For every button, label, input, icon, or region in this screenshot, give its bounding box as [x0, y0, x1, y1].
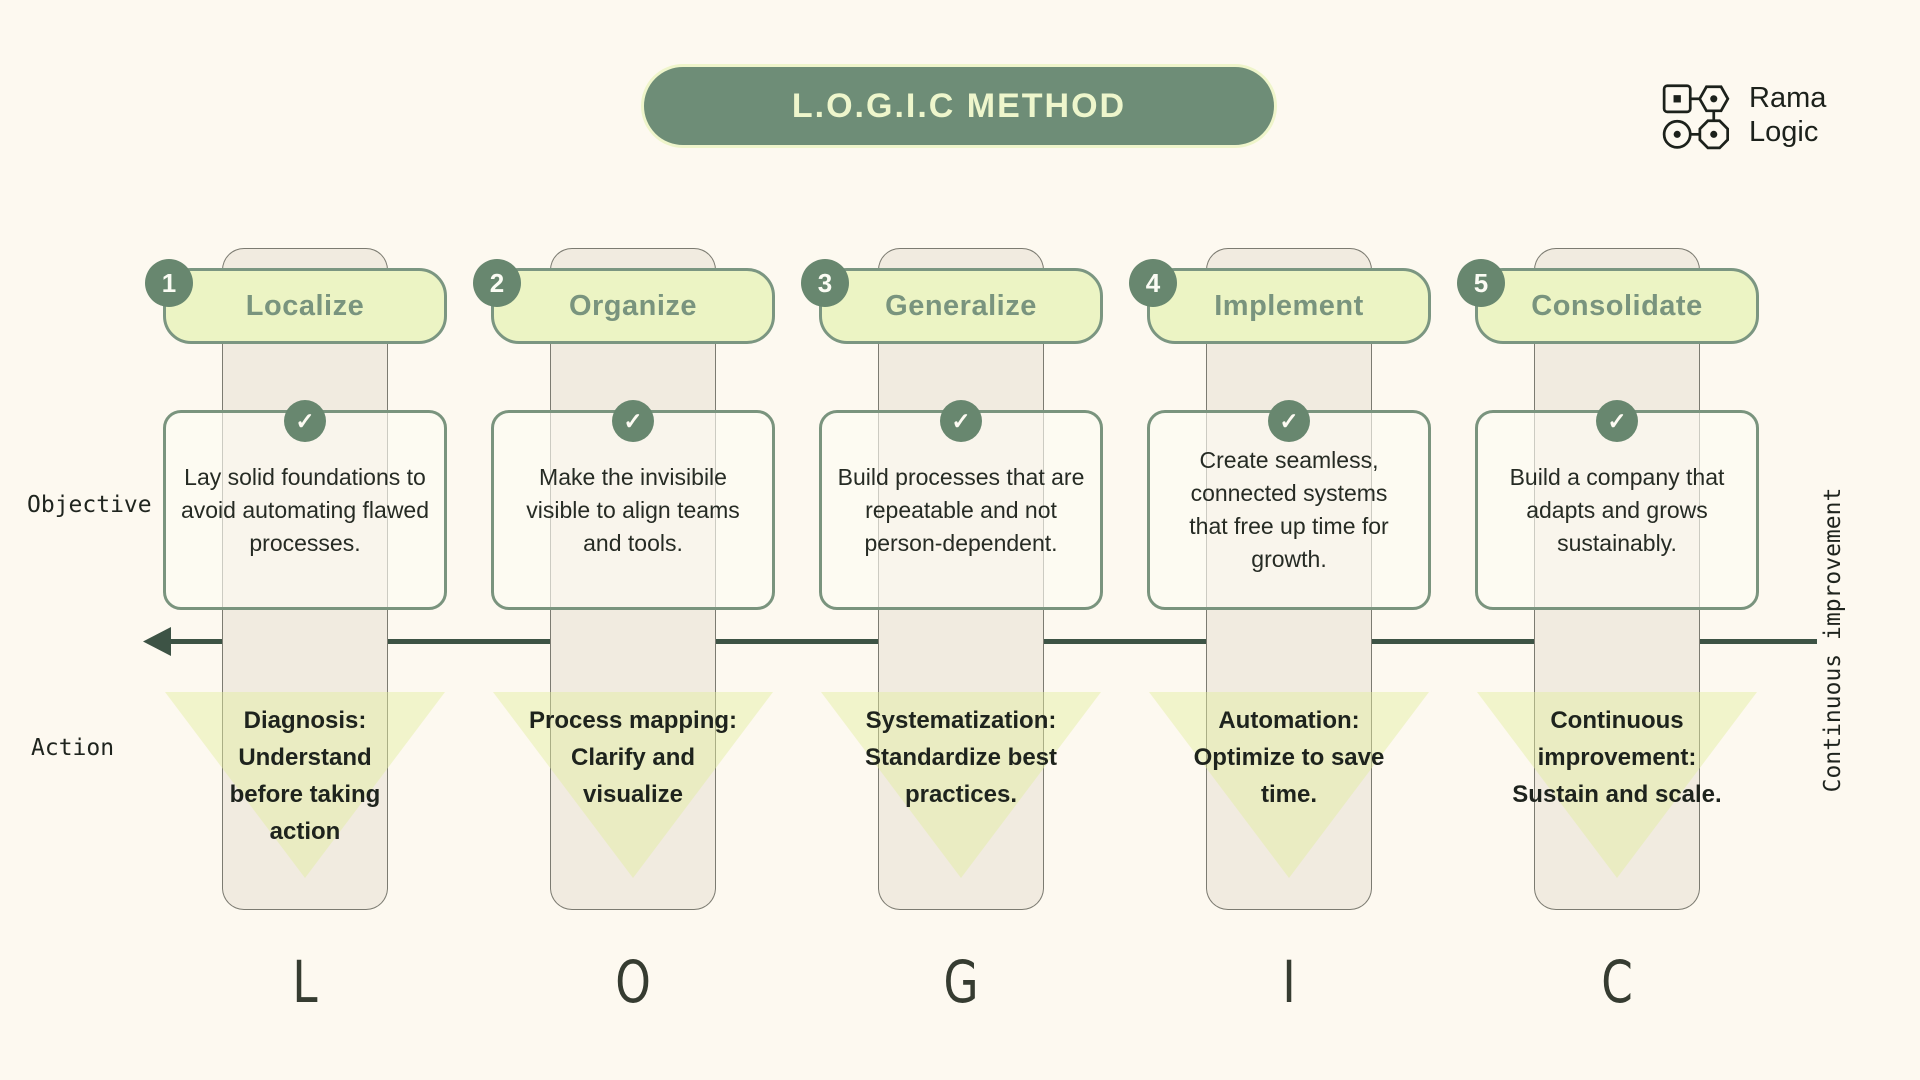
step-column-generalize: Generalize 3 Build processes that are re… — [801, 0, 1121, 1080]
check-icon: ✓ — [284, 400, 326, 442]
step-title: Implement — [1214, 289, 1364, 322]
continuous-improvement-label: Continuous improvement — [1820, 487, 1846, 793]
step-letter: L — [292, 948, 318, 1016]
step-number-badge: 5 — [1457, 259, 1505, 307]
action-text: Process mapping: Clarify and visualize — [528, 707, 738, 808]
step-column-localize: Localize 1 Lay solid foundations to avoi… — [145, 0, 465, 1080]
title-pill: L.O.G.I.C METHOD — [641, 64, 1277, 148]
step-number-badge: 1 — [145, 259, 193, 307]
objective-text: Lay solid foundations to avoid automatin… — [180, 463, 430, 556]
row-label-action: Action — [31, 735, 115, 761]
step-title-pill: Consolidate — [1475, 268, 1759, 344]
step-column-implement: Implement 4 Create seamless, connected s… — [1129, 0, 1449, 1080]
step-title: Organize — [568, 289, 698, 322]
step-title-pill: Implement — [1147, 268, 1431, 344]
row-label-objective: Objective — [27, 492, 152, 518]
action-text: Diagnosis: Understand before taking acti… — [229, 707, 381, 845]
objective-text: Create seamless, connected systems that … — [1189, 447, 1389, 572]
brand-name: Rama Logic — [1749, 81, 1826, 149]
check-icon: ✓ — [612, 400, 654, 442]
step-letter: I — [1282, 948, 1296, 1016]
objective-text: Make the invisibile visible to align tea… — [526, 463, 740, 556]
step-title: Localize — [245, 289, 365, 322]
network-nodes-icon — [1655, 80, 1737, 150]
step-letter: G — [943, 948, 979, 1016]
step-title-pill: Organize — [491, 268, 775, 344]
check-icon: ✓ — [940, 400, 982, 442]
step-title: Generalize — [885, 289, 1037, 322]
page-title: L.O.G.I.C METHOD — [791, 86, 1127, 125]
step-title-pill: Localize — [163, 268, 447, 344]
brand-name-line2: Logic — [1749, 116, 1819, 148]
action-text: Automation: Optimize to save time. — [1193, 707, 1385, 808]
step-number-badge: 4 — [1129, 259, 1177, 307]
objective-card: Build a company that adapts and grows su… — [1475, 410, 1759, 610]
step-column-organize: Organize 2 Make the invisibile visible t… — [473, 0, 793, 1080]
brand-logo: Rama Logic — [1655, 80, 1826, 150]
check-icon: ✓ — [1268, 400, 1310, 442]
step-column-consolidate: Consolidate 5 Build a company that adapt… — [1457, 0, 1777, 1080]
action-text: Systematization: Standardize best practi… — [864, 707, 1058, 808]
step-letter: C — [1601, 948, 1633, 1016]
check-icon: ✓ — [1596, 400, 1638, 442]
objective-text: Build processes that are repeatable and … — [837, 463, 1085, 556]
objective-text: Build a company that adapts and grows su… — [1509, 463, 1725, 556]
brand-name-line1: Rama — [1749, 82, 1827, 114]
step-letter: O — [615, 948, 651, 1016]
step-title-pill: Generalize — [819, 268, 1103, 344]
step-number-badge: 2 — [473, 259, 521, 307]
action-text: Continuous improvement: Sustain and scal… — [1512, 707, 1722, 808]
objective-card: Create seamless, connected systems that … — [1147, 410, 1431, 610]
step-number-badge: 3 — [801, 259, 849, 307]
step-title: Consolidate — [1531, 289, 1703, 322]
objective-card: Lay solid foundations to avoid automatin… — [163, 410, 447, 610]
